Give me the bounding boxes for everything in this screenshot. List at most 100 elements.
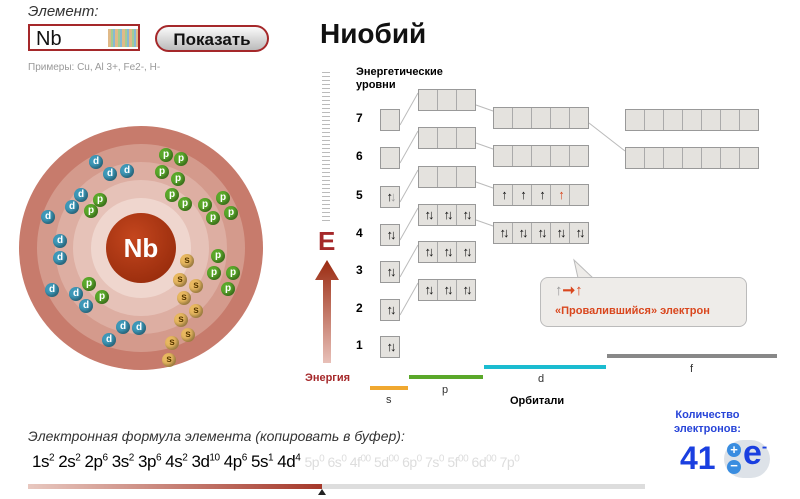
electron-p: p — [207, 266, 221, 280]
element-input[interactable]: Nb — [28, 24, 140, 51]
orbital-7p — [418, 89, 476, 111]
connector-line — [475, 142, 494, 150]
orbital-cell: ↑↓ — [438, 205, 457, 225]
electron-s: s — [173, 273, 187, 287]
formula-term-empty: 6s0 — [327, 453, 347, 470]
orbital-cell: ↑↓ — [513, 223, 532, 243]
minus-button[interactable]: − — [727, 459, 741, 474]
connector-line — [475, 219, 494, 227]
orbital-4d: ↑↑↑↑ — [493, 184, 589, 206]
energy-tick — [322, 148, 330, 149]
electron-p: p — [198, 198, 212, 212]
orbital-cell — [626, 110, 645, 130]
electron-p: p — [82, 277, 96, 291]
energy-tick — [322, 200, 330, 201]
element-name: Ниобий — [320, 18, 427, 49]
energy-tick — [322, 176, 330, 177]
electron-p: p — [206, 211, 220, 225]
energy-tick — [322, 84, 330, 85]
count-label-line1: Количество — [675, 409, 740, 421]
orbital-cell: ↑↓ — [551, 223, 570, 243]
electron-d: d — [132, 321, 146, 335]
orbital-cell — [664, 110, 683, 130]
level-5: 5 — [356, 188, 363, 202]
electron-p: p — [93, 193, 107, 207]
s-line — [370, 386, 408, 390]
orbital-7s — [380, 109, 400, 131]
energy-tick — [322, 172, 330, 173]
energy-tick — [322, 164, 330, 165]
orbital-cell — [740, 148, 758, 168]
electron-formula[interactable]: 1s2 2s2 2p6 3s2 3p6 4s2 3d10 4p6 5s1 4d4… — [32, 452, 520, 472]
electron-d: d — [120, 164, 134, 178]
electron-p: p — [155, 165, 169, 179]
formula-term-empty: 5d00 — [373, 453, 399, 470]
orbital-6s — [380, 147, 400, 169]
electron-d: d — [116, 320, 130, 334]
orbital-5s: ↑↓ — [380, 186, 400, 208]
connector-line — [588, 122, 626, 152]
orbital-cell: ↑ — [494, 185, 513, 205]
orbital-6d — [493, 107, 589, 129]
orbital-cell — [551, 146, 570, 166]
energy-tick — [322, 140, 330, 141]
connector-line — [399, 282, 419, 316]
orbital-cell — [664, 148, 683, 168]
formula-term: 3p6 — [138, 452, 161, 471]
electron-s: s — [177, 291, 191, 305]
progress-handle[interactable] — [318, 489, 327, 495]
energy-tick — [322, 160, 330, 161]
show-button[interactable]: Показать — [155, 25, 269, 52]
formula-term: 1s2 — [32, 452, 55, 471]
energy-tick — [322, 212, 330, 213]
energy-tick — [322, 144, 330, 145]
electron-d: d — [53, 251, 67, 265]
periodic-table-icon[interactable] — [108, 29, 138, 47]
formula-term-empty: 7s0 — [425, 453, 444, 470]
electron-d: d — [79, 299, 93, 313]
progress-fill — [28, 484, 323, 489]
orbital-4f — [625, 147, 759, 169]
orbital-cell: ↑↓ — [386, 227, 397, 242]
nucleus-symbol: Nb — [123, 233, 159, 263]
energy-tick — [322, 216, 330, 217]
energy-tick — [322, 156, 330, 157]
p-line — [409, 375, 483, 379]
formula-term: 3s2 — [111, 452, 135, 471]
orbital-cell — [381, 110, 399, 130]
energy-tick — [322, 188, 330, 189]
energy-tick — [322, 120, 330, 121]
orbital-4s: ↑↓ — [380, 224, 400, 246]
orbital-cell: ↑↓ — [419, 205, 438, 225]
orbital-cell — [721, 110, 740, 130]
electron-p: p — [216, 191, 230, 205]
formula-label[interactable]: Электронная формула элемента (копировать… — [28, 428, 405, 444]
orbital-cell — [494, 108, 513, 128]
examples-hint: Примеры: Cu, Al 3+, Fe2-, H- — [28, 62, 161, 73]
electron-p: p — [84, 204, 98, 218]
formula-term-empty: 5p0 — [304, 453, 325, 470]
plus-button[interactable]: + — [727, 443, 741, 457]
formula-progress[interactable] — [28, 484, 645, 495]
connector-line — [399, 244, 419, 278]
orbital-cell — [551, 108, 570, 128]
d-line — [484, 365, 606, 369]
energy-tick — [322, 88, 330, 89]
orbital-cell: ↑↓ — [386, 189, 397, 204]
orbital-cell — [513, 108, 532, 128]
electron-d: d — [53, 234, 67, 248]
p-label: p — [442, 384, 449, 396]
orbital-cell: ↑↓ — [532, 223, 551, 243]
electron-p: p — [165, 188, 179, 202]
orbital-cell — [532, 108, 551, 128]
energy-tick — [322, 196, 330, 197]
energy-tick — [322, 72, 330, 73]
element-label: Элемент: — [28, 3, 99, 20]
energy-tick — [322, 208, 330, 209]
electron-s: s — [189, 279, 203, 293]
s-label: s — [386, 394, 392, 406]
orbital-cell: ↑↓ — [575, 225, 586, 240]
connector-line — [475, 104, 494, 112]
orbital-3s: ↑↓ — [380, 261, 400, 283]
